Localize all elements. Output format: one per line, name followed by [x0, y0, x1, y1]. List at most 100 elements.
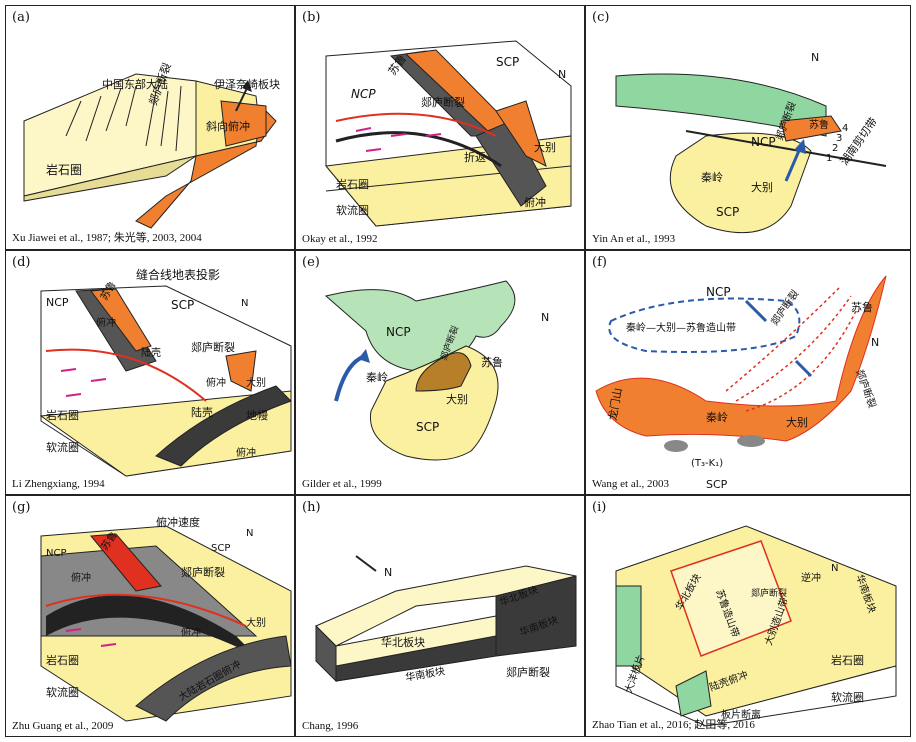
panel-g-citation: Zhu Guang et al., 2009	[12, 720, 114, 732]
panel-e-diagram: NCP 郯庐断裂 苏鲁 秦岭 大别 SCP N	[324, 280, 549, 461]
panel-i-letter: (i)	[592, 500, 607, 515]
astheno-label: 软流圈	[46, 440, 79, 454]
subduct3-label: 俯冲	[236, 446, 256, 459]
qinling-label: 秦岭	[366, 370, 388, 384]
subduct-label: 斜向俯冲	[206, 119, 250, 133]
panel-c-letter: (c)	[592, 10, 610, 25]
litho-label: 岩石圈	[46, 653, 79, 667]
qinling-label: 秦岭	[706, 410, 728, 424]
fault2-label: 郯庐断裂	[853, 368, 879, 410]
panel-e: NCP 郯庐断裂 苏鲁 秦岭 大别 SCP N (e) Gilder et al…	[295, 250, 585, 495]
north-label: N	[811, 51, 819, 64]
panel-b-diagram: SCP NCP 苏鲁 郯庐断裂 大别 折返 岩石圈 软流圈 俯冲 N	[325, 40, 572, 227]
num-1: 1	[826, 153, 832, 164]
belt-label: 秦岭—大别—苏鲁造山带	[626, 321, 736, 334]
panel-e-citation: Gilder et al., 1999	[302, 478, 382, 490]
thrust-label: 逆冲	[801, 571, 821, 584]
fault-label: 郯庐断裂	[751, 587, 787, 599]
num-4: 4	[842, 123, 848, 134]
panel-a-citation: Xu Jiawei et al., 1987; 朱光等, 2003, 2004	[12, 232, 202, 244]
dabie-label: 大别	[246, 376, 266, 389]
north-label: N	[831, 563, 838, 574]
scp-label: SCP	[706, 478, 728, 491]
panel-f-diagram: NCP 秦岭—大别—苏鲁造山带 郯庐断裂 苏鲁 郯庐断裂 龙门山 秦岭 大别 (…	[595, 275, 887, 491]
panel-c: NCP 郯庐断裂 苏鲁 湖南剪切带 秦岭 大别 SCP 1 2 3 4 N (c…	[585, 5, 911, 250]
ncp-label: NCP	[46, 296, 69, 309]
exhume-label: 折返	[464, 150, 486, 164]
mantle-label: 地幔	[246, 409, 268, 422]
figure-grid: 中国东部大陆 伊泽奈崎板块 斜向俯冲 岩石圈 郯庐断裂 (a) Xu Jiawe…	[5, 5, 911, 737]
litho-label: 岩石圈	[46, 162, 82, 177]
panel-f: NCP 秦岭—大别—苏鲁造山带 郯庐断裂 苏鲁 郯庐断裂 龙门山 秦岭 大别 (…	[585, 250, 911, 495]
speed-label: 俯冲速度	[156, 515, 200, 529]
hb2-label: 华北板块	[381, 635, 425, 649]
scp-label: SCP	[496, 55, 519, 69]
subduct2-label: 俯冲	[181, 626, 201, 639]
panel-d-letter: (d)	[12, 255, 31, 270]
north-label: N	[241, 298, 248, 309]
litho-label: 岩石圈	[831, 653, 864, 667]
panel-e-letter: (e)	[302, 255, 320, 270]
num-2: 2	[832, 143, 838, 154]
north-label: N	[384, 566, 392, 579]
litho-label: 岩石圈	[46, 408, 79, 422]
panel-a-diagram: 中国东部大陆 伊泽奈崎板块 斜向俯冲 岩石圈 郯庐断裂	[23, 61, 280, 229]
panel-g: 俯冲速度 NCP 苏鲁 SCP N 俯冲 郯庐断裂 俯冲 大别 岩石圈 软流圈 …	[5, 495, 295, 737]
panel-h-diagram: N 华北板块 华南板块 华北板块 华南板块 郯庐断裂	[315, 555, 577, 684]
astheno-label: 软流圈	[336, 203, 369, 217]
breakoff-label: 板片断离	[721, 708, 761, 721]
qinling-label: 秦岭	[701, 170, 723, 184]
crust1-label: 陆壳	[141, 346, 161, 359]
dabie-label: 大别	[534, 140, 556, 154]
panel-d-diagram: NCP 苏鲁 缝合线地表投影 SCP N 俯冲 陆壳 郯庐断裂 俯冲 大别 岩石…	[39, 267, 292, 477]
scp-label: SCP	[416, 420, 439, 434]
ncp-label: NCP	[386, 325, 411, 339]
panel-g-diagram: 俯冲速度 NCP 苏鲁 SCP N 俯冲 郯庐断裂 俯冲 大别 岩石圈 软流圈 …	[40, 515, 292, 722]
fault-label: 郯庐断裂	[506, 665, 550, 679]
dabie-label: 大别	[246, 616, 266, 629]
panel-c-diagram: NCP 郯庐断裂 苏鲁 湖南剪切带 秦岭 大别 SCP 1 2 3 4 N	[615, 51, 887, 234]
fault-label: 郯庐断裂	[421, 95, 465, 109]
dabie-label: 大别	[751, 180, 773, 194]
subduct1-label: 俯冲	[96, 316, 116, 329]
crust2-label: 陆壳	[191, 405, 213, 419]
panel-f-citation: Wang et al., 2003	[592, 478, 670, 490]
panel-i-diagram: 华北板块 苏鲁造山带 郯庐断裂 逆冲 N 华南板块 大别造山带 岩石圈 陆壳俯冲…	[615, 525, 897, 727]
panel-a: 中国东部大陆 伊泽奈崎板块 斜向俯冲 岩石圈 郯庐断裂 (a) Xu Jiawe…	[5, 5, 295, 250]
panel-g-letter: (g)	[12, 500, 31, 515]
continent-label: 中国东部大陆	[102, 77, 168, 91]
basin-label: (T₃-K₁)	[691, 458, 723, 469]
north-label: N	[558, 68, 566, 81]
subduct2-label: 俯冲	[206, 376, 226, 389]
panel-b-citation: Okay et al., 1992	[302, 233, 378, 245]
panel-h: N 华北板块 华南板块 华北板块 华南板块 郯庐断裂 (h) Chang, 19…	[295, 495, 585, 737]
ncp-label: NCP	[46, 548, 67, 559]
suture-label: 缝合线地表投影	[136, 267, 220, 282]
ncp-label: NCP	[706, 285, 731, 299]
panel-h-letter: (h)	[302, 500, 321, 515]
panel-b: SCP NCP 苏鲁 郯庐断裂 大别 折返 岩石圈 软流圈 俯冲 N (b) O…	[295, 5, 585, 250]
fault-label: 郯庐断裂	[191, 340, 235, 354]
subduct-label: 俯冲	[524, 195, 546, 209]
panel-f-letter: (f)	[592, 255, 607, 270]
plate-label: 伊泽奈崎板块	[214, 77, 280, 91]
panel-d-citation: Li Zhengxiang, 1994	[12, 478, 105, 490]
sulu-label: 苏鲁	[851, 300, 873, 314]
panel-b-letter: (b)	[302, 10, 321, 25]
north-label: N	[871, 336, 879, 349]
ncp-label: NCP	[351, 87, 376, 101]
panel-i: 华北板块 苏鲁造山带 郯庐断裂 逆冲 N 华南板块 大别造山带 岩石圈 陆壳俯冲…	[585, 495, 911, 737]
sulu-label: 苏鲁	[809, 118, 829, 131]
panel-c-citation: Yin An et al., 1993	[592, 233, 676, 245]
astheno-label: 软流圈	[46, 685, 79, 699]
astheno-label: 软流圈	[831, 690, 864, 704]
scp-label: SCP	[171, 298, 194, 312]
panel-d: NCP 苏鲁 缝合线地表投影 SCP N 俯冲 陆壳 郯庐断裂 俯冲 大别 岩石…	[5, 250, 295, 495]
sulu-label: 苏鲁	[481, 355, 503, 369]
dabie-label: 大别	[786, 415, 808, 429]
panel-a-letter: (a)	[12, 10, 30, 25]
scp-label: SCP	[211, 543, 230, 554]
scp-label: SCP	[716, 205, 739, 219]
fault1-label: 郯庐断裂	[768, 287, 802, 327]
num-3: 3	[836, 133, 842, 144]
